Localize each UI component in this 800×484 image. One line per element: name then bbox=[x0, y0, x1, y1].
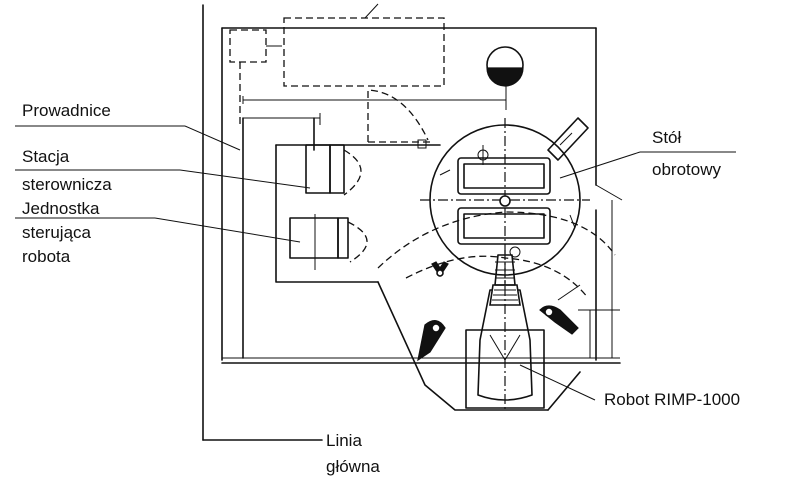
label-rotary-table-line2: obrotowy bbox=[652, 160, 721, 179]
table-tool bbox=[547, 117, 589, 161]
label-robot: Robot RIMP-1000 bbox=[604, 390, 741, 409]
label-guides: Prowadnice bbox=[22, 101, 111, 120]
indicator-lamp bbox=[486, 46, 524, 87]
guides-drawing bbox=[229, 3, 507, 359]
gripper-right bbox=[539, 284, 581, 335]
dimension-lines bbox=[578, 184, 623, 358]
gripper-left bbox=[417, 320, 446, 362]
main-line bbox=[202, 4, 323, 441]
label-robot-control-unit-line2: sterująca bbox=[22, 223, 91, 242]
tool-symbol bbox=[431, 261, 449, 278]
label-robot-control-unit-line1: Jednostka bbox=[22, 199, 100, 218]
label-control-station-line1: Stacja bbox=[22, 147, 70, 166]
label-robot-control-unit-line3: robota bbox=[22, 247, 71, 266]
control-station-drawing bbox=[305, 144, 362, 196]
label-control-station-line2: sterownicza bbox=[22, 175, 112, 194]
enclosure bbox=[275, 144, 581, 411]
leader-lines bbox=[15, 125, 736, 401]
label-main-line-line1: Linia bbox=[326, 431, 362, 450]
robot-control-unit-drawing bbox=[289, 214, 368, 270]
label-rotary-table-line1: Stół bbox=[652, 128, 682, 147]
label-main-line-line2: główna bbox=[326, 457, 380, 476]
robot-drawing bbox=[465, 250, 545, 410]
